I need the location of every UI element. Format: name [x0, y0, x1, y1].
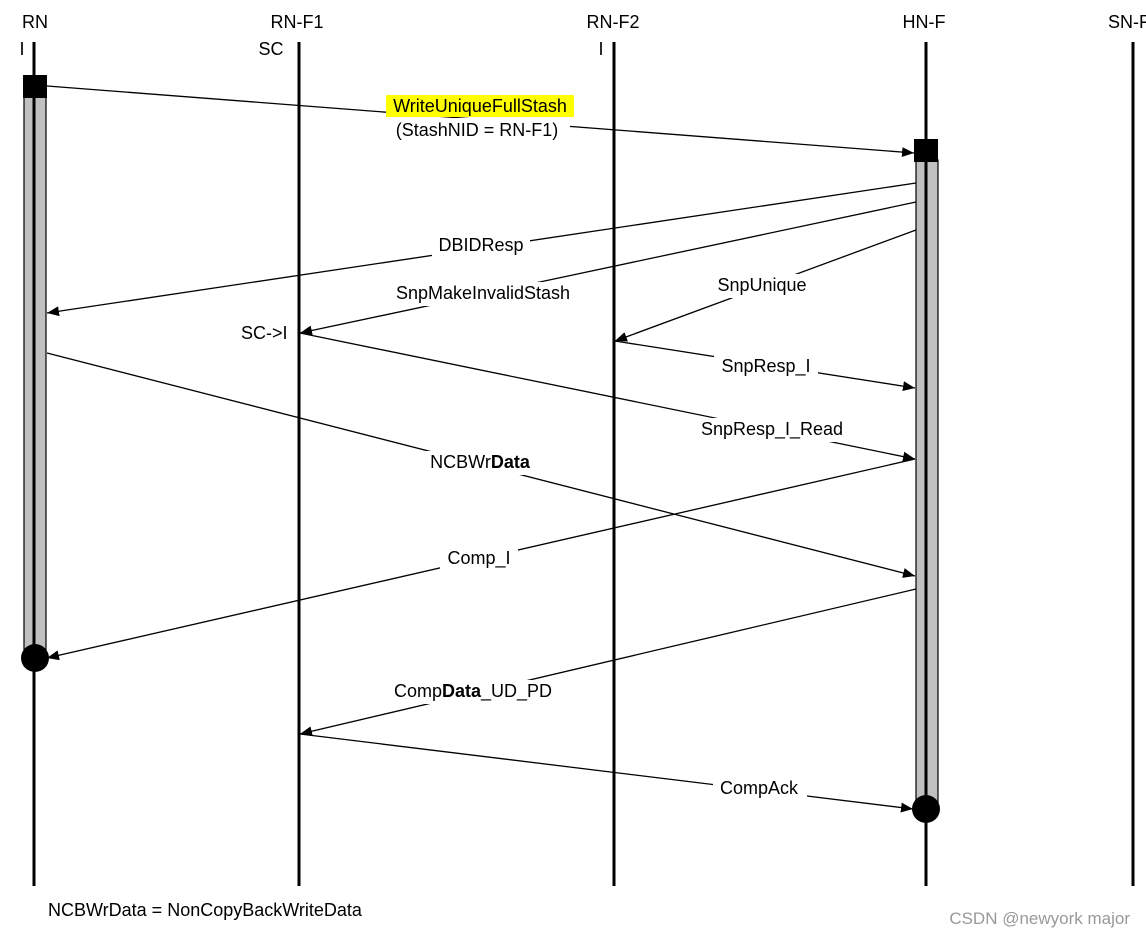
node-state-rnf1: SC: [258, 39, 283, 59]
arrow-snpmakeinvalidstash: [299, 201, 917, 336]
label-ncbwrdata-prefix: NCBWr: [430, 452, 491, 472]
label-writeuniquefullstash: WriteUniqueFullStash: [393, 96, 567, 116]
transaction-start-rn: [23, 75, 47, 98]
node-name-rnf1: RN-F1: [271, 12, 324, 32]
label-dbidresp: DBIDResp: [438, 235, 523, 255]
label-stashnid: (StashNID = RN-F1): [396, 120, 559, 140]
label-comp-i: Comp_I: [447, 548, 510, 569]
footnote: NCBWrData = NonCopyBackWriteData: [48, 900, 363, 920]
state-change-rnf1: SC->I: [241, 323, 288, 343]
transaction-end-hnf: [912, 795, 940, 823]
node-name-snf: SN-F: [1108, 12, 1146, 32]
arrow-compack: [299, 733, 914, 813]
label-compdata-suffix: _UD_PD: [480, 681, 552, 702]
label-compack: CompAck: [720, 778, 799, 798]
label-ncbwrdata-bold: Data: [491, 452, 531, 472]
label-ncbwrdata: NCBWrData: [430, 452, 531, 472]
watermark: CSDN @newyork major: [949, 909, 1130, 928]
node-state-rn: I: [19, 39, 24, 59]
transaction-start-hnf: [914, 139, 938, 162]
node-state-rnf2: I: [598, 39, 603, 59]
arrow-compdata-ud-pd: [299, 588, 917, 737]
node-name-hnf: HN-F: [903, 12, 946, 32]
label-snpresp-i: SnpResp_I: [721, 356, 810, 377]
highlight-writeuniquefullstash: [386, 95, 574, 117]
label-snpmakeinvalidstash: SnpMakeInvalidStash: [396, 283, 570, 303]
node-name-rnf2: RN-F2: [587, 12, 640, 32]
node-name-rn: RN: [22, 12, 48, 32]
label-compdata-prefix: Comp: [394, 681, 442, 701]
label-compdata-bold: Data: [442, 681, 482, 701]
label-snpresp-i-read: SnpResp_I_Read: [701, 419, 843, 440]
transaction-end-rn: [21, 644, 49, 672]
label-compdata-ud-pd: CompData_UD_PD: [394, 681, 552, 702]
label-snpunique: SnpUnique: [717, 275, 806, 295]
